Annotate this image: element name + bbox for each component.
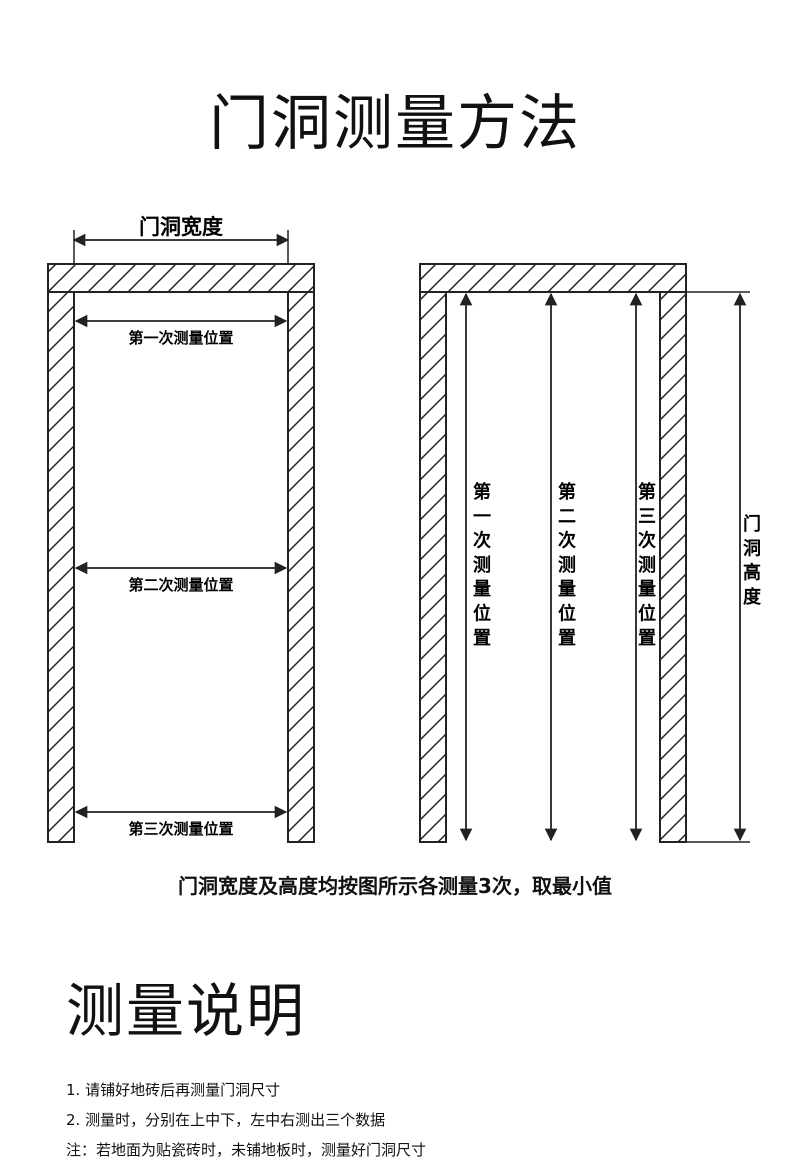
left-position-label-1: 第一次测量位置 <box>128 329 233 347</box>
right-position-label-1: 第一次测量位置 <box>473 481 491 649</box>
height-label: 门洞高度 <box>743 513 762 608</box>
page-title: 门洞测量方法 <box>209 89 581 159</box>
notes-list: 1. 请铺好地砖后再测量门洞尺寸 2. 测量时，分别在上中下，左中右测出三个数据… <box>66 1075 426 1165</box>
measurement-diagram: 门洞宽度 第一次测量位置 第二次测量位置 第三次测量位置 第一次测量位置 第二次… <box>47 215 762 843</box>
note-item: 1. 请铺好地砖后再测量门洞尺寸 <box>66 1081 281 1099</box>
right-door-frame <box>419 263 687 843</box>
width-label: 门洞宽度 <box>139 215 223 239</box>
note-item: 注：若地面为贴瓷砖时，未铺地板时，测量好门洞尺寸 <box>66 1141 427 1159</box>
diagram-caption: 门洞宽度及高度均按图所示各测量3次，取最小值 <box>178 874 612 898</box>
left-position-label-3: 第三次测量位置 <box>128 820 233 838</box>
right-position-label-2: 第二次测量位置 <box>558 481 576 649</box>
left-position-label-2: 第二次测量位置 <box>128 576 233 594</box>
note-item: 2. 测量时，分别在上中下，左中右测出三个数据 <box>66 1111 386 1129</box>
right-position-label-3: 第三次测量位置 <box>638 481 656 649</box>
left-door-frame <box>47 263 315 843</box>
section-title: 测量说明 <box>66 977 307 1045</box>
